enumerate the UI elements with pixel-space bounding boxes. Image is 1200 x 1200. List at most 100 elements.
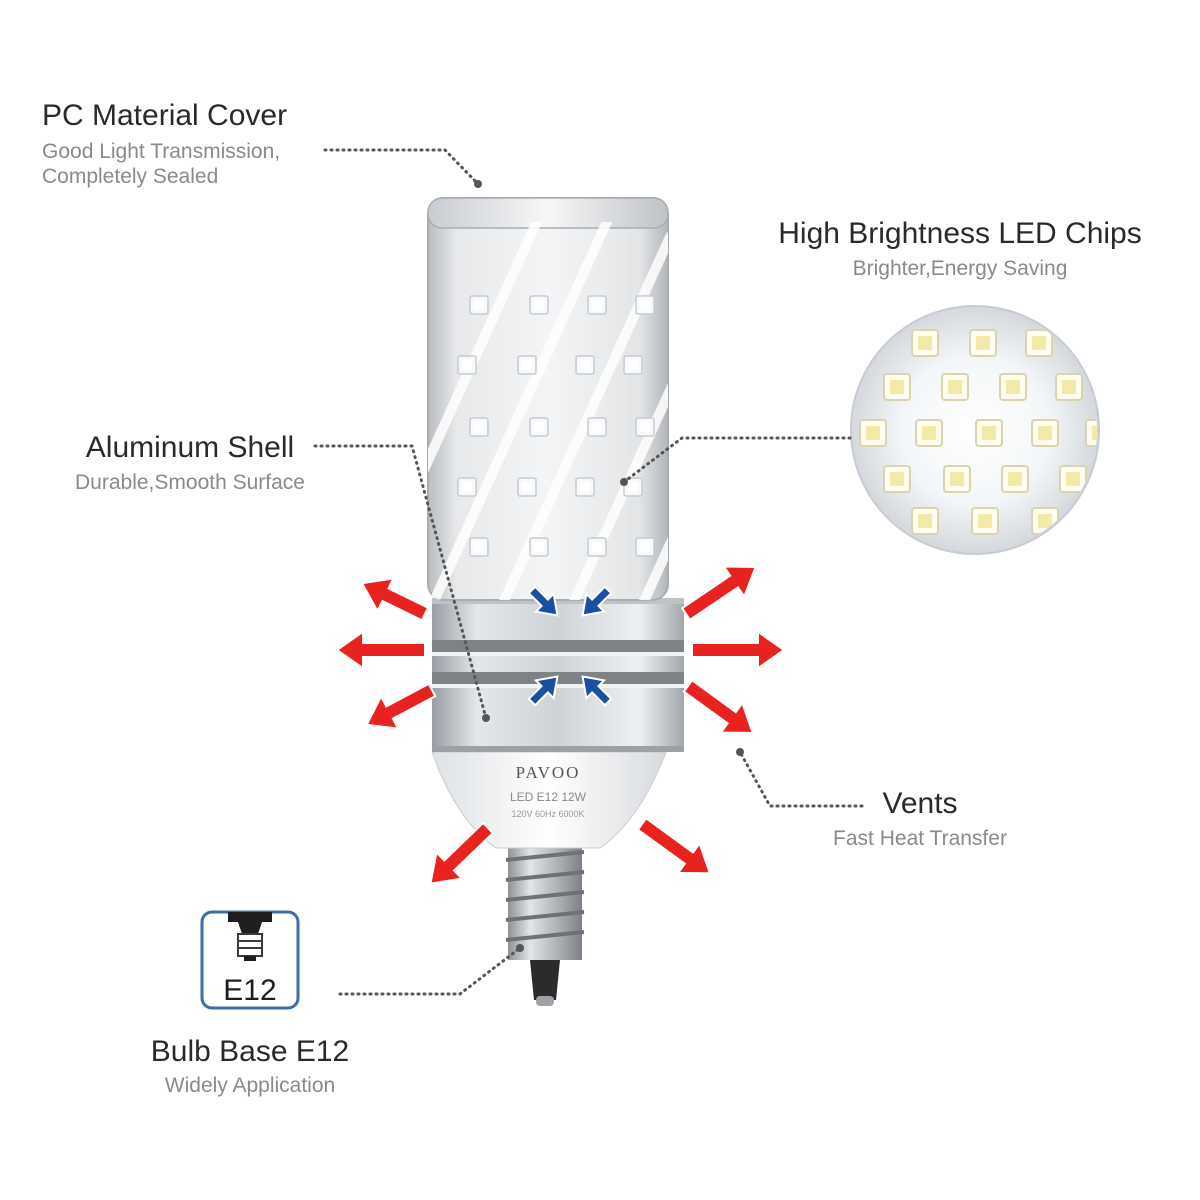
- zoom-led-chip-core: [976, 336, 990, 350]
- heat-arrow-right-down: [682, 678, 755, 735]
- airflow-arrow-bottom-left-shape: [527, 675, 559, 707]
- heat-arrow-left: [335, 629, 426, 671]
- heat-arrow-right-up: [680, 565, 758, 622]
- aluminum-shell: [432, 598, 684, 752]
- airflow-arrow-top-right: [581, 585, 613, 617]
- leader-vents-dot: [736, 748, 744, 756]
- cover-led-chip-core: [592, 542, 602, 552]
- led-chips-desc: Brighter,Energy Saving: [852, 257, 1068, 280]
- bulb-brand-text: PAVOO: [516, 763, 581, 782]
- cover-led-chips: [457, 295, 655, 557]
- zoom-led-chips: [859, 329, 1097, 535]
- zoom-led-chip-core: [1008, 472, 1022, 486]
- vents-desc: Fast Heat Transfer: [833, 827, 1007, 850]
- screw-base: [505, 842, 585, 1006]
- callout-led-chips: High Brightness LED Chips Brighter,Energ…: [760, 216, 1160, 281]
- bulb-spec-text: 120V 60Hz 6000K: [511, 809, 584, 819]
- airflow-arrow-top-left-shape: [527, 585, 559, 617]
- callout-vents: Vents Fast Heat Transfer: [800, 786, 1040, 851]
- cover-led-chip-core: [592, 300, 602, 310]
- leader-led-chips-dot: [620, 478, 628, 486]
- cover-led-chip-core: [474, 422, 484, 432]
- vents-title: Vents: [882, 787, 958, 820]
- zoom-led-chip-core: [978, 514, 992, 528]
- airflow-arrow-bottom-right-shape: [581, 675, 613, 707]
- heat-arrow-left-down-shape: [365, 682, 437, 730]
- pc-cover: [427, 197, 669, 601]
- cover-led-chip-core: [628, 360, 638, 370]
- heat-arrows: [335, 565, 786, 885]
- zoom-led-chip-core: [866, 426, 880, 440]
- cover-led-chip-core: [592, 422, 602, 432]
- cover-led-chip-core: [640, 422, 650, 432]
- heat-arrow-left-shape: [335, 629, 426, 671]
- heat-arrow-left-up: [360, 577, 430, 622]
- zoom-led-chip-core: [1038, 514, 1052, 528]
- cover-led-chip-core: [522, 360, 532, 370]
- leader-aluminum-shell-dot: [482, 714, 490, 722]
- zoom-led-chip-core: [1032, 336, 1046, 350]
- leader-led-chips: [622, 436, 852, 484]
- heat-arrow-right: [691, 629, 786, 671]
- zoom-led-chip-core: [918, 336, 932, 350]
- cover-led-chip-core: [474, 542, 484, 552]
- aluminum-shell-desc: Durable,Smooth Surface: [75, 471, 305, 494]
- zoom-led-chip-core: [1006, 380, 1020, 394]
- cover-strip: [428, 222, 545, 600]
- leader-lines: [313, 148, 864, 996]
- cover-led-chip-core: [522, 482, 532, 492]
- zoom-led-chip-core: [1066, 472, 1080, 486]
- leader-pc-cover-dot: [474, 180, 482, 188]
- airflow-arrow-bottom-right: [581, 675, 613, 707]
- e12-icon-label: E12: [223, 974, 276, 1007]
- cover-led-chip-core: [628, 482, 638, 492]
- heat-arrow-neck-right-shape: [636, 816, 712, 875]
- airflow-arrows: [527, 585, 613, 707]
- zoom-led-chip-core: [890, 472, 904, 486]
- cover-led-chip-core: [580, 360, 590, 370]
- heat-arrow-neck-left-shape: [429, 821, 495, 885]
- cover-led-chip-core: [580, 482, 590, 492]
- cover-led-chip-core: [640, 300, 650, 310]
- leader-vents: [738, 750, 864, 808]
- zoom-led-chip-core: [948, 380, 962, 394]
- e12-base-icon: E12: [200, 910, 300, 1010]
- leader-bulb-base: [338, 946, 522, 996]
- led-chip-zoom: [850, 305, 1100, 555]
- heat-arrow-left-up-shape: [360, 577, 430, 622]
- heat-arrow-right-shape: [691, 629, 786, 671]
- cover-led-chip-core: [462, 482, 472, 492]
- callout-bulb-base: Bulb Base E12 Widely Application: [120, 1034, 380, 1098]
- leader-pc-cover: [323, 148, 480, 186]
- cover-led-chip-core: [534, 300, 544, 310]
- bulb-base-desc: Widely Application: [164, 1074, 336, 1097]
- heat-arrow-right-down-shape: [682, 678, 755, 735]
- airflow-arrow-bottom-left: [527, 675, 559, 707]
- bulb-neck: [431, 751, 667, 849]
- cover-led-chip-core: [640, 542, 650, 552]
- heat-arrow-right-up-shape: [680, 565, 758, 622]
- leader-aluminum-shell: [313, 444, 488, 720]
- leader-bulb-base-dot: [516, 944, 524, 952]
- zoom-led-chip-core: [982, 426, 996, 440]
- cover-led-chip-core: [474, 300, 484, 310]
- airflow-arrow-top-left: [527, 585, 559, 617]
- pc-cover-desc-1: Good Light Transmission,: [42, 140, 281, 163]
- pc-cover-title: PC Material Cover: [42, 99, 288, 132]
- bulb-body: PAVOO LED E12 12W 120V 60Hz 6000K: [427, 197, 684, 1006]
- zoom-led-chip-core: [922, 426, 936, 440]
- zoom-led-chip-core: [918, 514, 932, 528]
- bulb-model-text: LED E12 12W: [510, 790, 587, 804]
- cover-strip: [428, 222, 615, 600]
- pc-cover-desc-2: Completely Sealed: [42, 165, 219, 188]
- aluminum-shell-title: Aluminum Shell: [85, 431, 295, 464]
- callout-pc-cover: PC Material Cover Good Light Transmissio…: [42, 98, 287, 189]
- zoom-led-chip-core: [1092, 426, 1097, 440]
- zoom-led-chip-core: [1062, 380, 1076, 394]
- led-chips-title: High Brightness LED Chips: [778, 217, 1142, 250]
- callout-aluminum-shell: Aluminum Shell Durable,Smooth Surface: [50, 430, 330, 495]
- cover-led-chip-core: [534, 422, 544, 432]
- bulb-base-title: Bulb Base E12: [150, 1035, 350, 1068]
- airflow-arrow-top-right-shape: [581, 585, 613, 617]
